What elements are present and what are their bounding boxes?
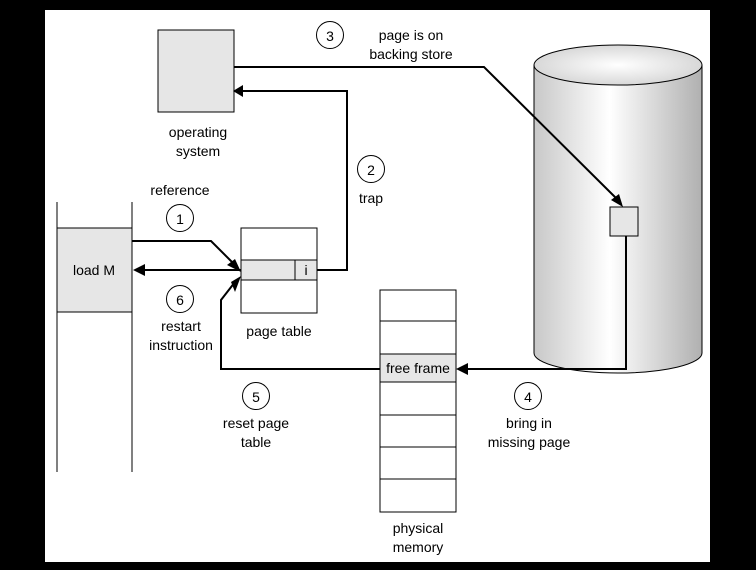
step-1-circle: 1 [166, 204, 194, 232]
reference-label: reference [150, 182, 210, 198]
diagram-canvas: load M i free frame operating system ref… [45, 10, 710, 562]
page-on-backing-store-arrow [234, 66, 620, 202]
page-table-label: page table [246, 323, 312, 339]
bring-in-page-arrow [465, 236, 627, 370]
step-3-circle: 3 [316, 21, 344, 49]
restart-instruction-label: restart instruction [149, 318, 213, 353]
step-5-circle: 5 [242, 382, 270, 410]
demand-paging-diagram: load M i free frame [56, 29, 703, 513]
disk-page-block [609, 206, 639, 237]
reset-page-table-arrow [220, 281, 380, 370]
backing-store-note: page is on backing store [369, 27, 453, 62]
step-4-circle: 4 [514, 382, 542, 410]
free-frame-label: free frame [386, 360, 450, 376]
reference-arrow [132, 240, 236, 266]
reset-page-table-label: reset page table [222, 415, 290, 450]
process-memory [56, 202, 133, 472]
trap-label: trap [358, 190, 384, 206]
valid-invalid-bit: i [304, 262, 307, 278]
step-2-circle: 2 [357, 155, 385, 183]
bring-in-missing-page-label: bring in missing page [487, 415, 571, 450]
load-m-instruction-box [56, 227, 133, 313]
physical-memory-label: physical memory [392, 520, 444, 555]
step-6-circle: 6 [166, 285, 194, 313]
physical-memory [379, 289, 457, 513]
operating-system-box [157, 29, 235, 113]
load-m-label: load M [73, 262, 115, 278]
backing-store-disk [533, 44, 703, 374]
trap-arrow [241, 90, 348, 271]
os-label: operating system [168, 124, 228, 159]
